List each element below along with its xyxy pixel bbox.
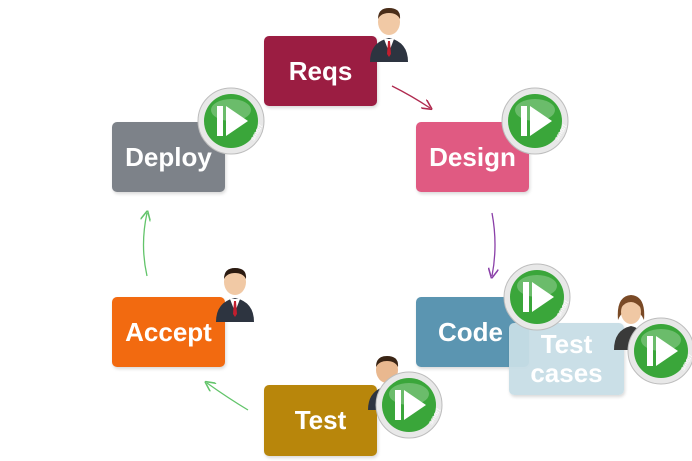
play-icon: smart (503, 263, 571, 331)
stage-test: Test (264, 385, 377, 456)
play-icon: smart (197, 87, 265, 155)
test-cases-line2: cases (530, 358, 603, 388)
play-icon: smart (501, 87, 569, 155)
play-icon: smart (627, 317, 692, 385)
stage-reqs: Reqs (264, 36, 377, 106)
arrow-reqs-to-design (391, 85, 430, 108)
play-icon: smart (375, 371, 443, 439)
stage-reqs-label: Reqs (288, 55, 353, 86)
stage-deploy-label: Deploy (125, 141, 212, 172)
stage-design-label: Design (429, 141, 516, 172)
businessman-icon (216, 268, 254, 322)
stage-test-label: Test (294, 405, 347, 435)
test-cases-box: Test cases (509, 323, 624, 395)
arrow-accept-to-deploy (144, 213, 148, 277)
test-cases-line1: Test (540, 329, 593, 359)
stage-accept: Accept (112, 297, 225, 367)
stage-accept-label: Accept (125, 316, 212, 347)
businessman-icon (370, 8, 408, 62)
arrow-test-to-accept (207, 383, 249, 411)
arrow-design-to-code (492, 212, 495, 276)
stage-code-label: Code (438, 316, 503, 347)
